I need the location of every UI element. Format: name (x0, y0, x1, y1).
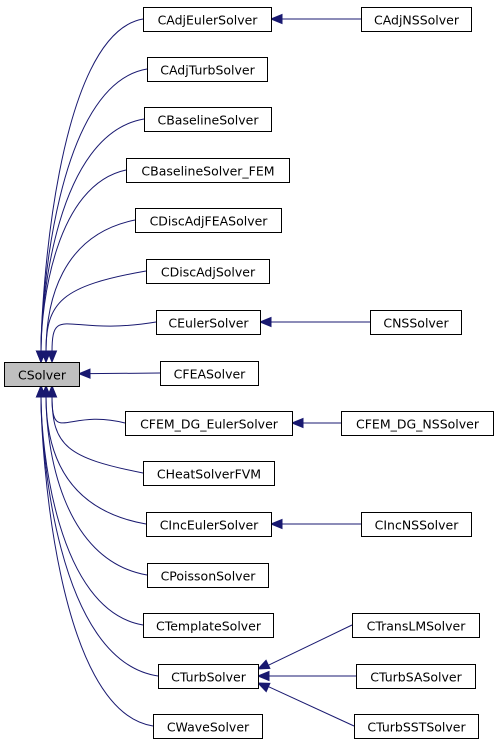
edge-cdiscadjfeasolver-to-csolver (45, 219, 136, 353)
class-label-cpoissonsolver: CPoissonSolver (161, 569, 257, 584)
class-label-cnssolver: CNSSolver (383, 316, 449, 331)
class-label-cadjnssolver: CAdjNSSolver (374, 13, 460, 28)
class-node-cdiscadjsolver[interactable]: CDiscAdjSolver (146, 259, 270, 284)
class-label-cheatsolverfvm: CHeatSolverFVM (157, 467, 261, 482)
edge-cdiscadjsolver-to-csolver (45, 270, 147, 353)
class-box-cheatsolverfvm[interactable] (143, 461, 275, 486)
class-box-cdiscadjsolver[interactable] (146, 259, 270, 284)
class-node-cadjturbsolver[interactable]: CAdjTurbSolver (147, 57, 268, 82)
class-node-cfem-dg-eulersolver[interactable]: CFEM_DG_EulerSolver (125, 411, 293, 436)
class-label-cbaselinesolver: CBaselineSolver (157, 113, 259, 128)
edge-cadjturbsolver-to-csolver (40, 68, 148, 353)
edge-cwavesolver-to-csolver (40, 395, 154, 727)
class-node-cadjnssolver[interactable]: CAdjNSSolver (361, 7, 472, 32)
edge-cfeasolver-to-csolver (88, 372, 161, 375)
class-label-cfeasolver: CFEASolver (174, 367, 247, 382)
class-node-cturbsstsolver[interactable]: CTurbSSTSolver (354, 714, 479, 739)
class-box-csolver[interactable] (4, 362, 80, 387)
edge-cbaselinesolver-fem-to-csolver (40, 169, 127, 353)
class-label-cadjturbsolver: CAdjTurbSolver (160, 63, 255, 78)
class-label-csolver: CSolver (18, 368, 67, 383)
class-label-cdiscadjfeasolver: CDiscAdjFEASolver (150, 214, 269, 229)
class-box-cwavesolver[interactable] (153, 714, 263, 739)
class-box-ctemplatesolver[interactable] (143, 613, 274, 638)
class-label-ctemplatesolver: CTemplateSolver (156, 619, 262, 634)
class-label-cdiscadjsolver: CDiscAdjSolver (161, 265, 256, 280)
class-node-cwavesolver[interactable]: CWaveSolver (153, 714, 263, 739)
class-box-cfem-dg-eulersolver[interactable] (125, 411, 293, 436)
class-box-ctranslmsolver[interactable] (352, 613, 480, 638)
class-node-cfem-dg-nssolver[interactable]: CFEM_DG_NSSolver (341, 411, 494, 436)
edge-ctranslmsolver-to-cturbsolver-arrowhead (256, 659, 271, 670)
class-box-cbaselinesolver[interactable] (144, 107, 272, 132)
class-box-cturbsasolver[interactable] (356, 664, 476, 689)
class-box-cadjeulersolver[interactable] (143, 7, 272, 32)
edge-cadjeulersolver-to-csolver (40, 18, 144, 353)
class-box-cturbsstsolver[interactable] (354, 714, 479, 739)
edge-cfem-dg-nssolver-to-cfem-dg-eulersolver-arrowhead (290, 417, 304, 429)
class-box-cinceulersolver[interactable] (146, 512, 272, 537)
class-label-cfem-dg-nssolver: CFEM_DG_NSSolver (356, 417, 480, 432)
class-box-cadjturbsolver[interactable] (147, 57, 268, 82)
class-label-ctranslmsolver: CTransLMSolver (367, 619, 467, 634)
edge-cturbsstsolver-to-cturbsolver-arrowhead (256, 682, 271, 693)
edge-cheatsolverfvm-to-csolver (51, 395, 144, 474)
class-node-cdiscadjfeasolver[interactable]: CDiscAdjFEASolver (135, 208, 282, 233)
class-label-cturbsolver: CTurbSolver (171, 670, 247, 685)
class-box-cadjnssolver[interactable] (361, 7, 472, 32)
edge-ceulersolver-to-csolver-arrowhead (46, 350, 58, 364)
class-node-cbaselinesolver-fem[interactable]: CBaselineSolver_FEM (126, 158, 290, 183)
class-label-cadjeulersolver: CAdjEulerSolver (158, 13, 259, 28)
class-label-cbaselinesolver-fem: CBaselineSolver_FEM (141, 164, 274, 179)
class-label-cturbsstsolver: CTurbSSTSolver (367, 720, 466, 735)
class-label-cincnssolver: CIncNSSolver (375, 518, 460, 533)
class-node-ceulersolver[interactable]: CEulerSolver (156, 310, 261, 335)
class-node-csolver[interactable]: CSolver (4, 362, 80, 387)
class-node-cnssolver[interactable]: CNSSolver (370, 310, 462, 335)
edge-cadjnssolver-to-cadjeulersolver-arrowhead (269, 13, 283, 25)
nodes-layer: CSolver CAdjEulerSolverCAdjTurbSolverCBas… (4, 7, 494, 739)
edge-cturbsasolver-to-cturbsolver-arrowhead (256, 670, 270, 682)
class-box-cnssolver[interactable] (370, 310, 462, 335)
class-label-ceulersolver: CEulerSolver (168, 316, 249, 331)
class-node-cheatsolverfvm[interactable]: CHeatSolverFVM (143, 461, 275, 486)
class-box-cturbsolver[interactable] (158, 664, 259, 689)
class-box-cfem-dg-nssolver[interactable] (341, 411, 494, 436)
class-box-cfeasolver[interactable] (160, 361, 259, 386)
class-node-cturbsolver[interactable]: CTurbSolver (158, 664, 259, 689)
class-box-cbaselinesolver-fem[interactable] (126, 158, 290, 183)
class-node-cpoissonsolver[interactable]: CPoissonSolver (147, 563, 269, 588)
class-label-cturbsasolver: CTurbSASolver (370, 670, 462, 685)
edge-cfeasolver-to-csolver-arrowhead (77, 368, 91, 379)
class-node-cbaselinesolver[interactable]: CBaselineSolver (144, 107, 272, 132)
class-label-cinceulersolver: CIncEulerSolver (160, 518, 259, 533)
class-node-cincnssolver[interactable]: CIncNSSolver (361, 512, 472, 537)
class-node-ctemplatesolver[interactable]: CTemplateSolver (143, 613, 274, 638)
edge-cpoissonsolver-to-csolver (45, 395, 148, 576)
class-box-cincnssolver[interactable] (361, 512, 472, 537)
edges-layer (35, 13, 370, 727)
class-node-cadjeulersolver[interactable]: CAdjEulerSolver (143, 7, 272, 32)
class-box-ceulersolver[interactable] (156, 310, 261, 335)
edge-ceulersolver-to-csolver (51, 321, 157, 353)
class-node-cturbsasolver[interactable]: CTurbSASolver (356, 664, 476, 689)
edge-cturbsolver-to-csolver (40, 395, 159, 677)
class-label-cfem-dg-eulersolver: CFEM_DG_EulerSolver (140, 417, 279, 432)
edge-cfem-dg-eulersolver-to-csolver (51, 395, 126, 424)
edge-cwavesolver-to-csolver-arrowhead (35, 384, 47, 398)
class-box-cpoissonsolver[interactable] (147, 563, 269, 588)
edge-cnssolver-to-ceulersolver-arrowhead (258, 316, 272, 328)
edge-cincnssolver-to-cinceulersolver-arrowhead (269, 518, 283, 530)
edge-cbaselinesolver-to-csolver (40, 118, 145, 353)
class-node-cfeasolver[interactable]: CFEASolver (160, 361, 259, 386)
class-label-cwavesolver: CWaveSolver (167, 720, 250, 735)
edge-ctranslmsolver-to-cturbsolver (267, 624, 353, 666)
edge-cturbsstsolver-to-cturbsolver (267, 685, 355, 727)
class-node-ctranslmsolver[interactable]: CTransLMSolver (352, 613, 480, 638)
class-box-cdiscadjfeasolver[interactable] (135, 208, 282, 233)
class-node-cinceulersolver[interactable]: CIncEulerSolver (146, 512, 272, 537)
